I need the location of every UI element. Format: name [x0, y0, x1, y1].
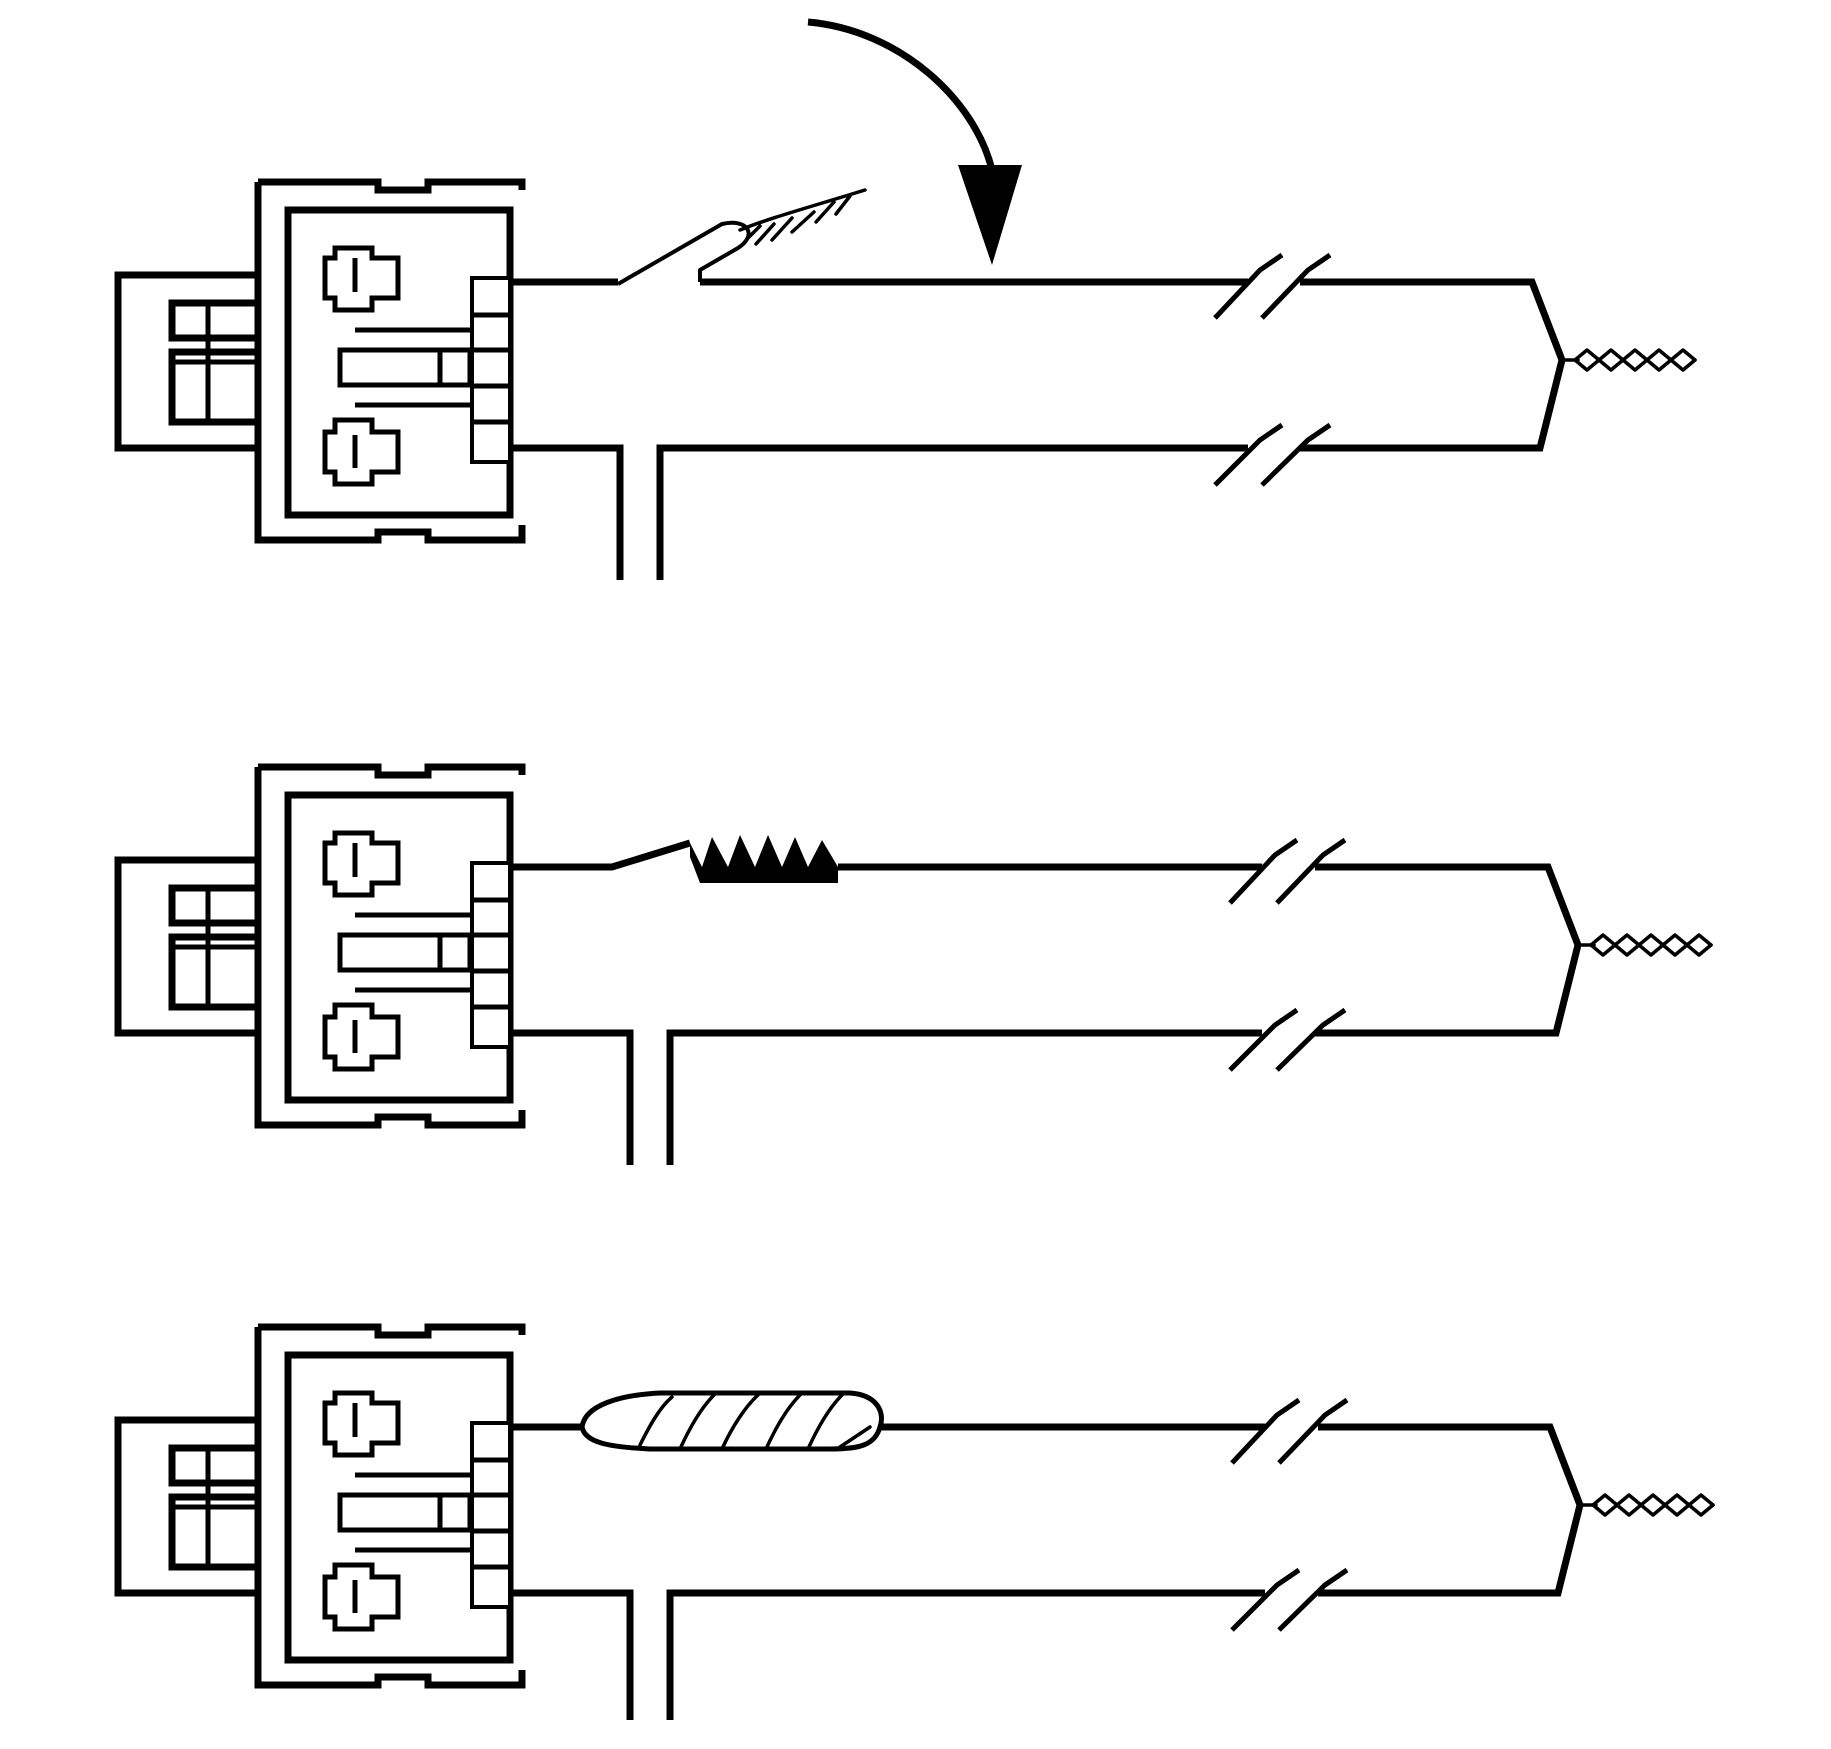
connector-icon	[114, 1323, 526, 1689]
panel-splice-step-1	[114, 178, 1697, 580]
connector-icon	[114, 763, 526, 1129]
tape-wrap	[579, 1390, 884, 1452]
wire-break-icon	[1228, 837, 1347, 905]
wire-break-icon	[1213, 422, 1332, 487]
twisted-end-icon	[1560, 348, 1697, 372]
pointer-arrow-icon	[807, 18, 1022, 265]
wire-break-icon	[1213, 252, 1332, 320]
panel-splice-step-2	[114, 763, 1713, 1165]
panel-splice-step-3	[114, 1323, 1715, 1720]
twisted-end-icon	[1576, 933, 1713, 957]
coil-wrap	[690, 835, 838, 883]
connector-icon	[114, 178, 526, 544]
twisted-end-icon	[1578, 1493, 1715, 1517]
wire-break-icon	[1230, 1397, 1349, 1465]
twisted-end-icon	[738, 188, 867, 232]
wire-break-icon	[1228, 1007, 1347, 1072]
wire-break-icon	[1230, 1567, 1349, 1632]
